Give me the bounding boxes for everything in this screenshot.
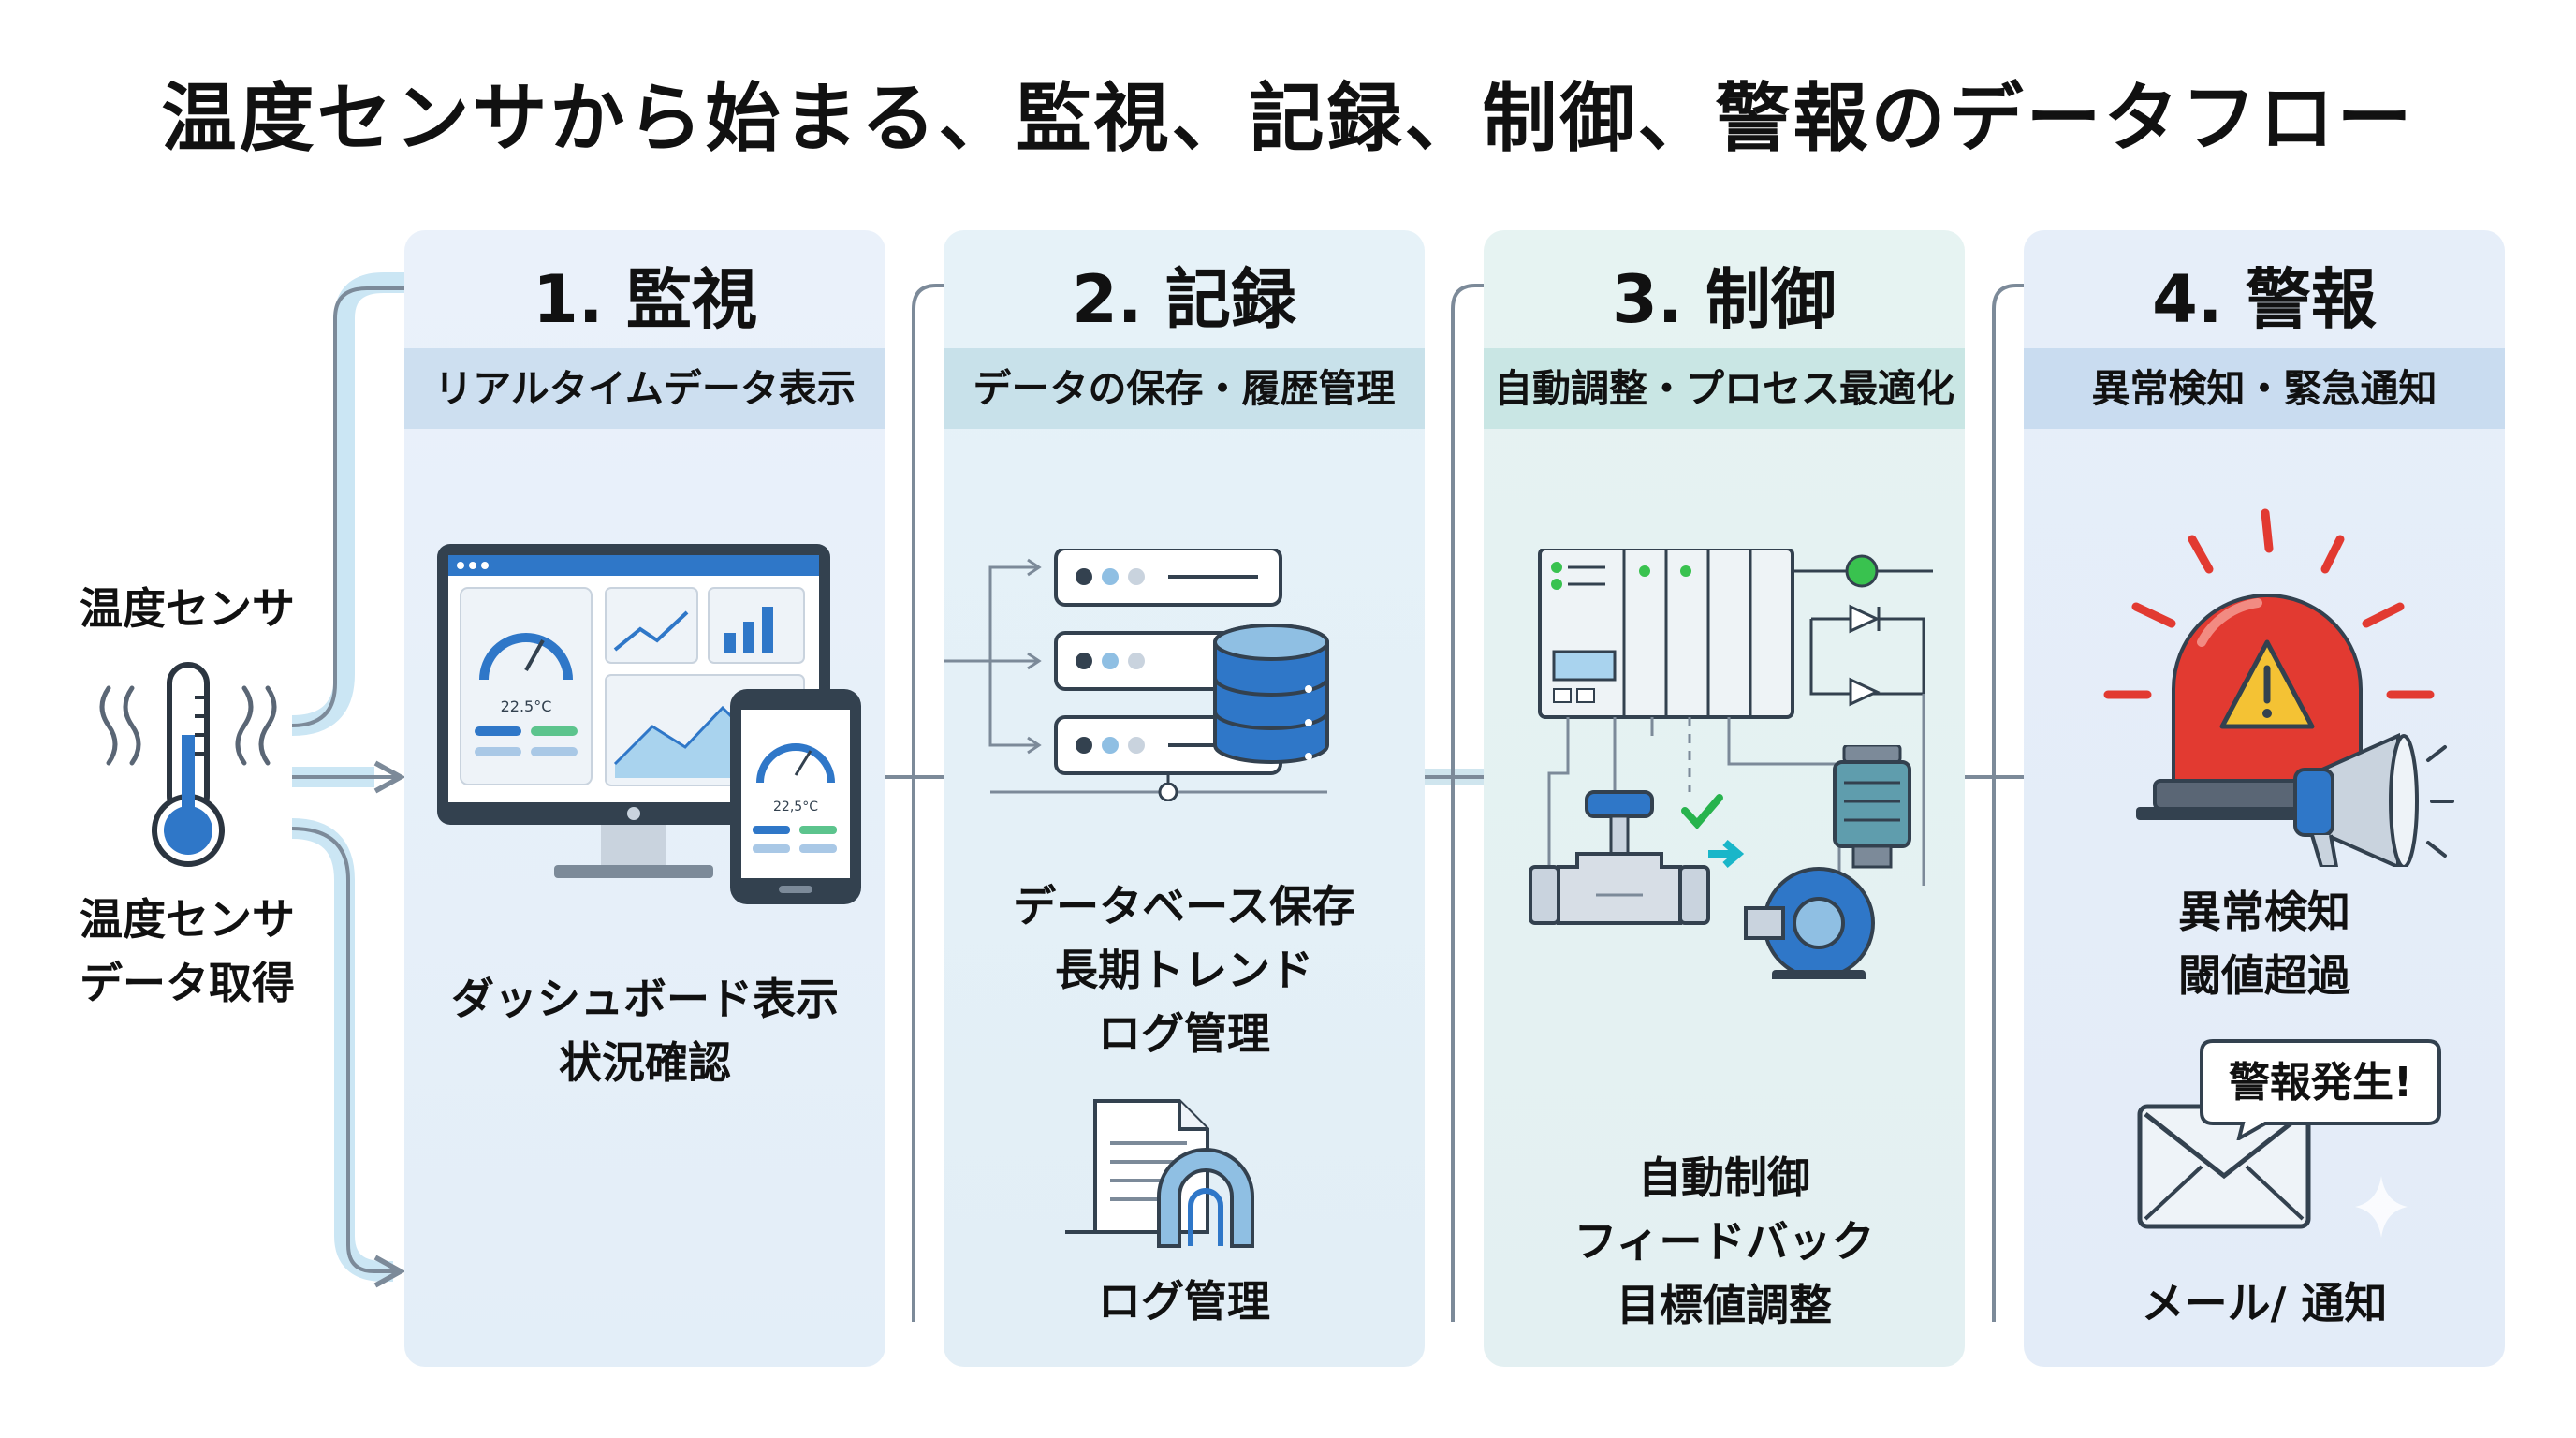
alarm-siren-icon [2103,508,2454,867]
stage-alarm: 4. 警報 異常検知・緊急通知 異常検知 閾値超過 警報発生! [2024,230,2505,1367]
stage-description: 自動制御 フィードバック 目標値調整 [1484,1146,1965,1337]
description-line: 長期トレンド [1055,945,1313,995]
stage-title: 1. 監視 [533,261,757,338]
description-line: 異常検知 [2178,887,2350,937]
sensor-caption-line1: 温度センサ [80,894,295,945]
stage-description: データベース保存 長期トレンド ログ管理 [944,874,1425,1065]
stage-footer: メール/ 通知 [2141,1278,2388,1328]
arrow-stage3-entry [1451,269,1537,1322]
description-line: 目標値調整 [1617,1280,1832,1330]
description-line: データベース保存 [1013,881,1355,932]
stage-control: 3. 制御 自動調整・プロセス最適化 [1484,230,1965,1367]
stage-subtitle: 異常検知・緊急通知 [2024,348,2505,429]
sensor-caption: 温度センサ データ取得 [56,888,318,1015]
bubble-text: 警報発生! [2229,1059,2412,1107]
sensor-caption-line2: データ取得 [80,958,295,1008]
arrow-stage4-entry [1992,269,2078,1322]
page-title: 温度センサから始まる、監視、記録、制御、警報のデータフロー [161,75,2415,162]
thermometer-icon [99,662,277,867]
arrow-sensor-to-monitor [291,271,446,727]
database-server-icon [944,549,1329,783]
valve-pump-icon [1529,745,1911,979]
arrow-sensor-bottom [291,827,406,1288]
stage-description: ダッシュボード表示 状況確認 [404,967,886,1094]
description-line: ログ管理 [1098,1008,1270,1059]
description-line: ダッシュボード表示 [451,974,839,1024]
stage-footer: ログ管理 [1098,1276,1270,1327]
stage-monitoring: 1. 監視 リアルタイムデータ表示 22.5°C 22,5°C ダッシュボード表… [404,230,886,1367]
mail-envelope-icon [2137,1104,2311,1229]
dashboard-reading: 22.5°C [501,697,552,715]
log-document-icon [1065,1099,1254,1248]
phone-reading: 22,5°C [773,800,818,814]
db-connector [990,783,1327,801]
sensor-label: 温度センサ [80,583,295,634]
alert-speech-bubble: 警報発生! [2200,1039,2441,1140]
sparkle-icon [2355,1176,2408,1238]
arrow-stage2-entry [912,269,998,1322]
stage-description: 異常検知 閾値超過 [2024,880,2505,1007]
stage-title: 2. 記録 [1072,261,1296,338]
description-line: 閾値超過 [2178,950,2350,1001]
description-line: フィードバック [1573,1216,1875,1267]
dashboard-monitor-icon: 22.5°C 22,5°C [437,544,861,904]
description-line: 自動制御 [1638,1152,1810,1203]
stage-subtitle: 自動調整・プロセス最適化 [1484,348,1965,429]
stage-subtitle: データの保存・履歴管理 [944,348,1425,429]
stage-subtitle: リアルタイムデータ表示 [404,348,886,429]
description-line: 状況確認 [559,1037,731,1088]
stage-recording: 2. 記録 データの保存・履歴管理 データベース保存 長期トレンド ログ管理 [944,230,1425,1367]
stage-title: 4. 警報 [2152,261,2377,338]
stage-title: 3. 制御 [1612,261,1837,338]
